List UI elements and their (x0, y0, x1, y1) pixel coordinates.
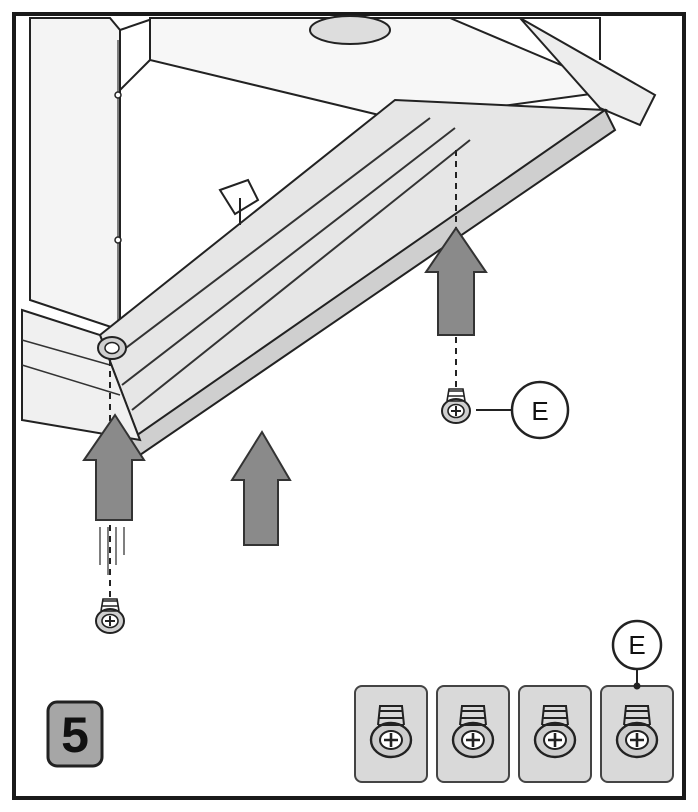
up-arrow-left (82, 413, 146, 521)
callout-label: E (531, 396, 548, 426)
step-number: 5 (61, 707, 89, 763)
mount-bracket (218, 178, 260, 216)
kit-callout-label: E (628, 630, 645, 660)
hood-body (29, 15, 657, 332)
motion-lines (99, 527, 125, 575)
screw-kit (354, 685, 674, 783)
duct-collar (309, 15, 391, 45)
step-badge (46, 700, 104, 768)
callout-circle (510, 380, 570, 440)
up-arrow-right (424, 226, 488, 336)
installed-screw (97, 336, 127, 360)
kit-callout-circle (611, 619, 663, 671)
kit-callout-dot (633, 682, 641, 690)
up-arrow-center (230, 430, 292, 546)
